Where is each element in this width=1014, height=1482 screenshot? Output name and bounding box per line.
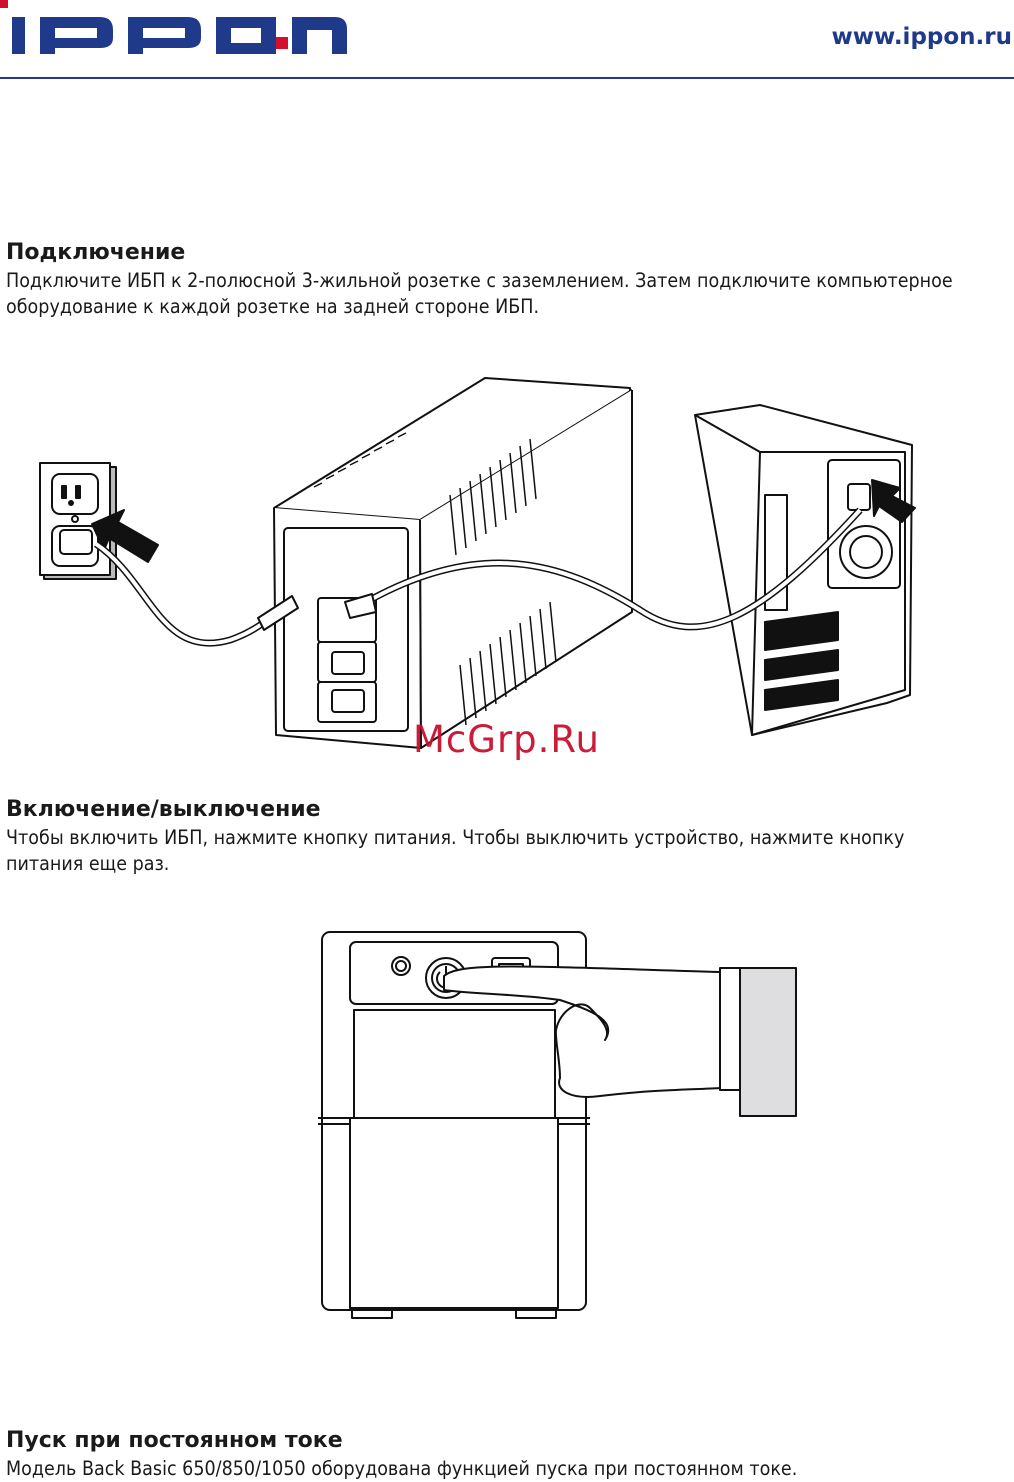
section-text-connection-line-1: Подключите ИБП к 2-полюсной 3-жильной ро… [6,269,953,292]
section-title-dc-start: Пуск при постоянном токе [6,1428,343,1453]
ippon-logo [0,0,347,54]
site-url[interactable]: www.ippon.ru [831,24,1012,50]
section-text-dc-start-line-1: Модель Back Basic 650/850/1050 оборудова… [6,1457,798,1480]
watermark: McGrp.Ru [413,718,600,761]
section-text-power-line-1: Чтобы включить ИБП, нажмите кнопку питан… [6,826,905,849]
ups-power-button-illustration [318,931,797,1319]
section-text-power-line-2: питания еще раз. [6,852,170,875]
arrow-icon [871,479,916,523]
hand-icon [443,965,797,1117]
header-divider [0,77,1014,79]
section-title-connection: Подключение [6,240,186,265]
ups-front-view-icon [318,931,590,1319]
ups-rear-view-icon [273,377,633,749]
wall-outlet-icon [39,462,117,580]
section-text-connection-line-2: оборудование к каждой розетке на задней … [6,295,540,318]
page-header: www.ippon.ru [0,0,1014,80]
section-title-power: Включение/выключение [6,797,321,822]
ups-connection-illustration [39,377,916,749]
